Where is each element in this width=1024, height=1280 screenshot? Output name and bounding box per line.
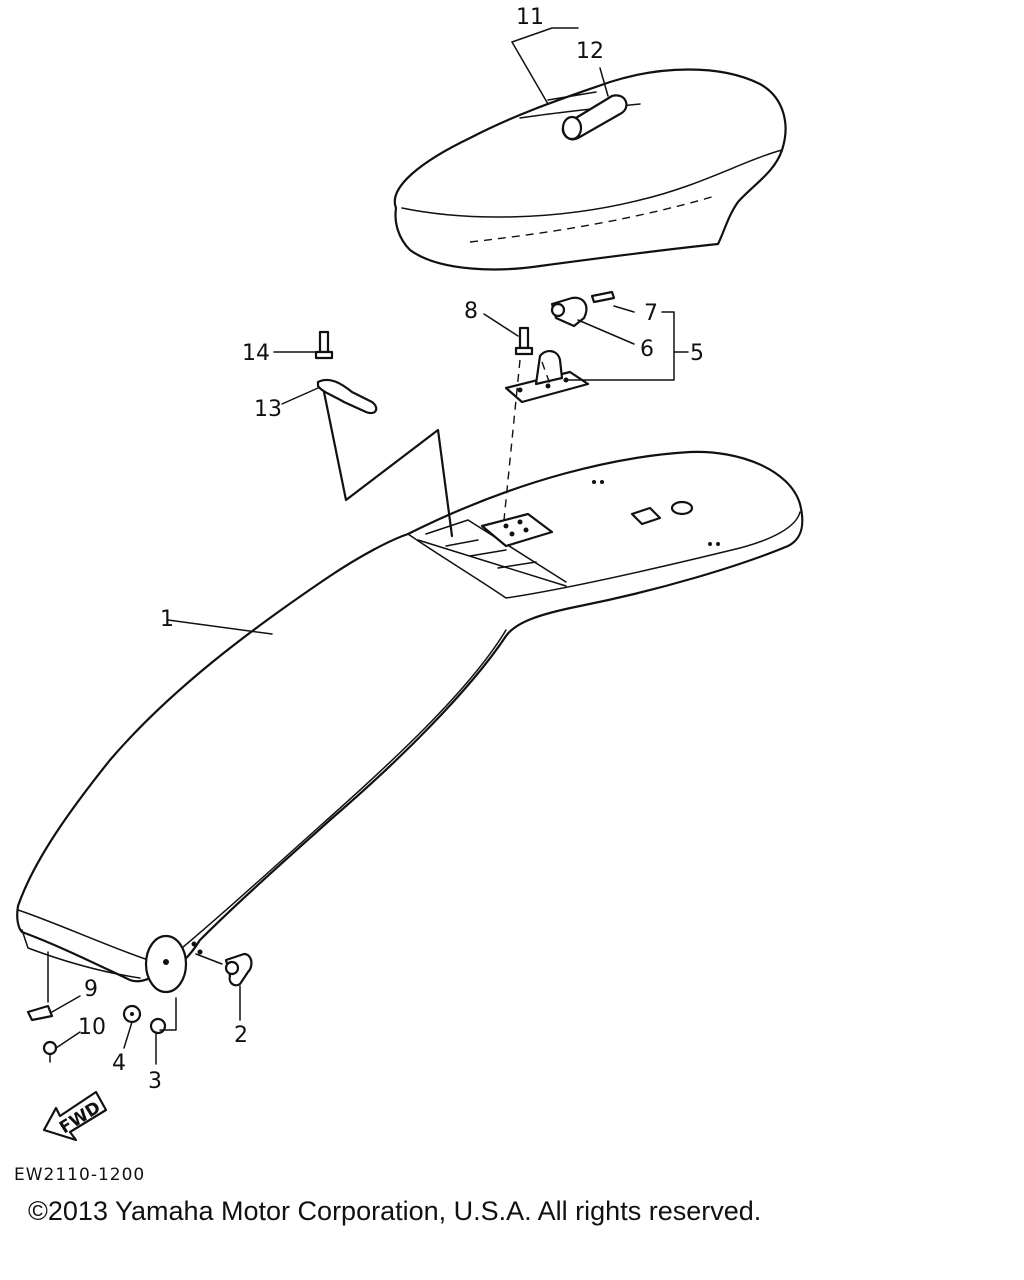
- fitting-2: [224, 952, 253, 987]
- hinge-pin: [590, 290, 616, 304]
- leader-lines: [47, 27, 689, 1065]
- callout-12: 12: [576, 39, 604, 64]
- callout-5: 5: [690, 341, 704, 366]
- callout-4: 4: [112, 1051, 126, 1076]
- screw-10: [42, 1040, 58, 1063]
- copyright-notice: ©2013 Yamaha Motor Corporation, U.S.A. A…: [28, 1196, 762, 1226]
- callout-13: 13: [254, 397, 282, 422]
- seat-stay: [316, 378, 378, 415]
- callout-3: 3: [148, 1069, 162, 1094]
- callout-8: 8: [464, 299, 478, 324]
- callout-7: 7: [644, 301, 658, 326]
- callout-11: 11: [516, 5, 544, 30]
- callout-14: 14: [242, 341, 270, 366]
- callout-6: 6: [640, 337, 654, 362]
- callout-2: 2: [234, 1023, 248, 1048]
- drawing-code: EW2110-1200: [14, 1165, 145, 1185]
- callout-9: 9: [84, 977, 98, 1002]
- hinge-bracket: [550, 296, 588, 328]
- grommet-4: [122, 1004, 142, 1024]
- seat-cushion: [393, 68, 787, 271]
- callout-1: 1: [160, 607, 174, 632]
- pin-8: [514, 326, 534, 356]
- clip-9: [26, 1004, 54, 1022]
- pin-14: [314, 330, 334, 360]
- hull-cover: [16, 450, 804, 994]
- callout-10: 10: [78, 1015, 106, 1040]
- fwd-arrow: FWD: [42, 1090, 108, 1142]
- seat-strap: [547, 91, 628, 141]
- callouts: 1 2 3 4 5 6 7 8 9 10 11 12 13 14: [78, 5, 704, 1094]
- nut-3: [149, 1017, 167, 1035]
